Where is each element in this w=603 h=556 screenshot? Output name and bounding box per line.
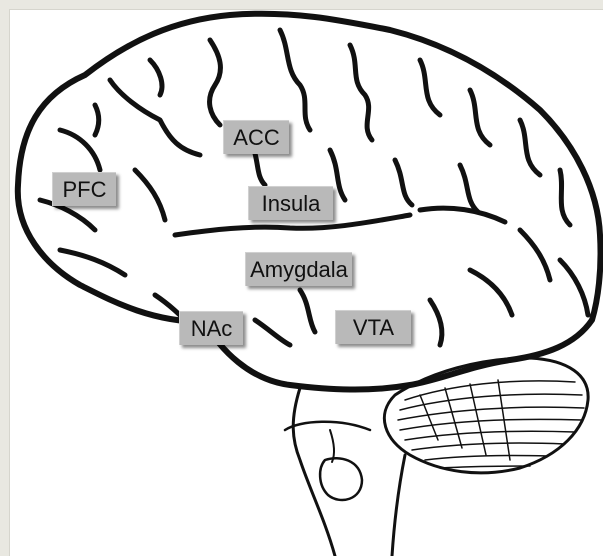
brainstem bbox=[293, 388, 335, 556]
label-nac: NAc bbox=[179, 311, 243, 345]
label-amygdala: Amygdala bbox=[245, 252, 352, 286]
label-vta: VTA bbox=[335, 310, 411, 344]
label-acc: ACC bbox=[223, 120, 289, 154]
label-insula: Insula bbox=[248, 186, 333, 220]
label-pfc: PFC bbox=[52, 172, 116, 206]
cerebellum-folia bbox=[398, 380, 584, 468]
